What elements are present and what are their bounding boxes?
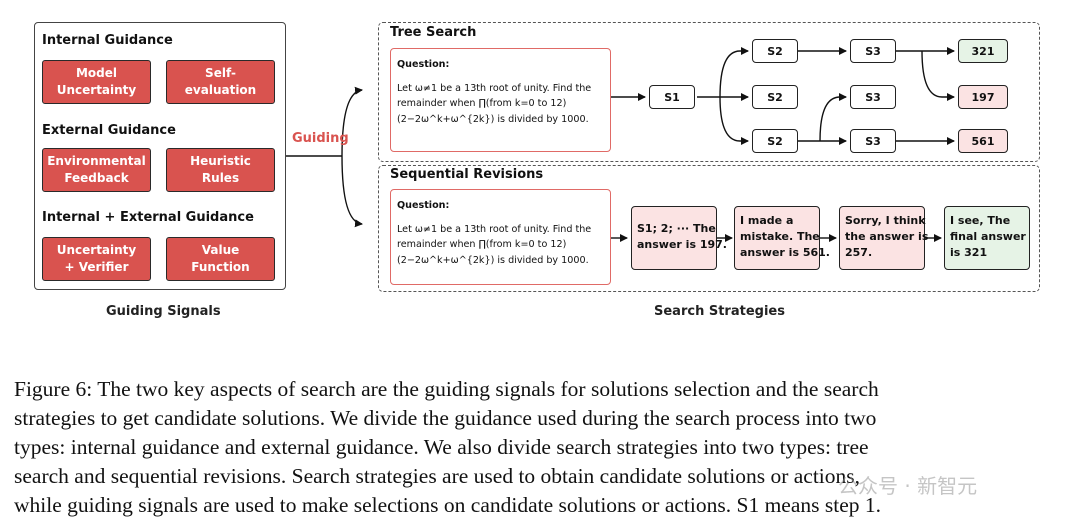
caption-line: search and sequential revisions. Search … xyxy=(14,464,861,488)
caption-line: Figure 6: The two key aspects of search … xyxy=(14,377,879,401)
revision-1-box: S1; 2; ··· The answer is 197. xyxy=(631,206,727,270)
question-line: (2−2ω^k+ω^{2k}) is divided by 1000. xyxy=(397,113,589,125)
result-197-node: 197 xyxy=(958,85,1008,109)
caption-line: while guiding signals are used to make s… xyxy=(14,493,882,517)
revision-line: 257. xyxy=(845,246,873,259)
caption-line: strategies to get candidate solutions. W… xyxy=(14,406,877,430)
step-s2-node: S2 xyxy=(752,85,798,109)
revision-line: I made a xyxy=(740,214,794,227)
sequential-revisions-title: Sequential Revisions xyxy=(390,167,544,182)
tree-search-question: Question: Let ω≠1 be a 13th root of unit… xyxy=(390,48,611,152)
sequential-question: Question: Let ω≠1 be a 13th root of unit… xyxy=(390,189,611,285)
question-line: (2−2ω^k+ω^{2k}) is divided by 1000. xyxy=(397,254,589,266)
revision-2-box: I made a mistake. The answer is 561. xyxy=(734,206,830,270)
search-strategies-label: Search Strategies xyxy=(654,304,785,319)
question-heading: Question: xyxy=(397,59,450,70)
revision-line: Sorry, I think xyxy=(845,214,926,227)
revision-line: answer is 561. xyxy=(740,246,830,259)
watermark: 公众号 · 新智元 xyxy=(838,474,978,498)
revision-line: S1; 2; ··· The xyxy=(637,222,716,235)
guiding-label: Guiding xyxy=(292,131,349,146)
revision-line: final answer xyxy=(950,230,1026,243)
revision-line: I see, The xyxy=(950,214,1011,227)
step-s1-node: S1 xyxy=(649,85,695,109)
caption-line: types: internal guidance and external gu… xyxy=(14,435,869,459)
revision-line: answer is 197. xyxy=(637,238,727,251)
question-line: remainder when ∏(from k=0 to 12) xyxy=(397,98,567,109)
revision-line: the answer is xyxy=(845,230,929,243)
revision-line: is 321 xyxy=(950,246,988,259)
value-function-button: Value Function xyxy=(166,237,275,281)
model-uncertainty-button: Model Uncertainty xyxy=(42,60,151,104)
step-s2-node: S2 xyxy=(752,39,798,63)
step-s3-node: S3 xyxy=(850,39,896,63)
question-line: Let ω≠1 be a 13th root of unity. Find th… xyxy=(397,223,592,235)
self-evaluation-button: Self-evaluation xyxy=(166,60,275,104)
step-s3-node: S3 xyxy=(850,85,896,109)
step-s3-node: S3 xyxy=(850,129,896,153)
question-line: remainder when ∏(from k=0 to 12) xyxy=(397,239,567,250)
result-561-node: 561 xyxy=(958,129,1008,153)
question-line: Let ω≠1 be a 13th root of unity. Find th… xyxy=(397,82,592,94)
guiding-signals-label: Guiding Signals xyxy=(106,304,221,319)
sequential-revisions-panel xyxy=(378,165,1040,292)
combined-guidance-title: Internal + External Guidance xyxy=(42,210,254,225)
internal-guidance-title: Internal Guidance xyxy=(42,33,173,48)
external-guidance-title: External Guidance xyxy=(42,123,176,138)
tree-search-panel xyxy=(378,22,1040,162)
uncertainty-verifier-button: Uncertainty + Verifier xyxy=(42,237,151,281)
revision-4-box: I see, The final answer is 321 xyxy=(944,206,1030,270)
environmental-feedback-button: Environmental Feedback xyxy=(42,148,151,192)
heuristic-rules-button: Heuristic Rules xyxy=(166,148,275,192)
step-s2-node: S2 xyxy=(752,129,798,153)
question-heading: Question: xyxy=(397,200,450,211)
figure-caption: Figure 6: The two key aspects of search … xyxy=(14,375,1066,520)
tree-search-title: Tree Search xyxy=(390,25,477,40)
revision-line: mistake. The xyxy=(740,230,820,243)
revision-3-box: Sorry, I think the answer is 257. xyxy=(839,206,929,270)
result-321-node: 321 xyxy=(958,39,1008,63)
